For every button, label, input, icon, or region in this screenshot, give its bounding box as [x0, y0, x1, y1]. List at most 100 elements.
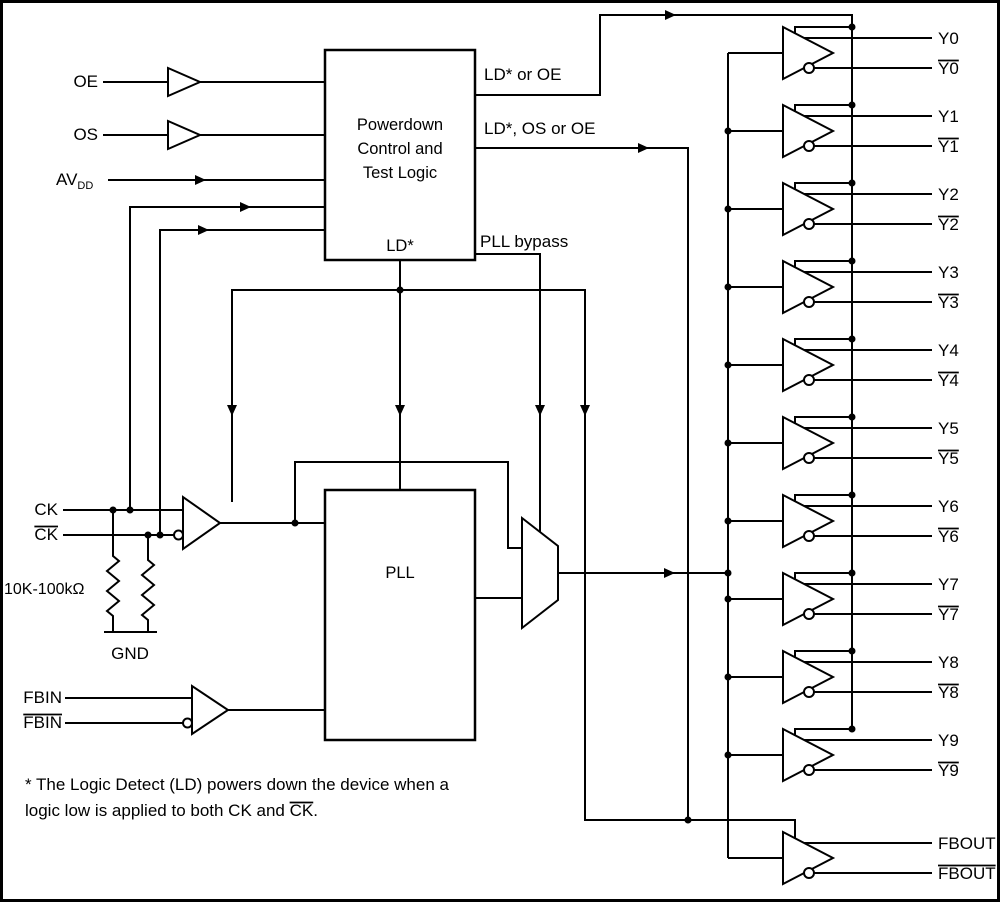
label-avdd-main: AV — [56, 170, 78, 189]
resistor-icon — [105, 510, 121, 632]
inverter-bubble-icon — [803, 867, 815, 879]
junction-dot — [724, 439, 732, 447]
enable-stub-wire — [794, 260, 852, 268]
fbin-input-buffer-icon — [191, 684, 230, 736]
arrowhead-icon — [580, 405, 590, 416]
label-fbin-bar: FBIN — [23, 713, 62, 732]
footnote-line2: logic low is applied to both CK and CK. — [25, 801, 318, 820]
label-resistor-range: 10K-100kΩ — [4, 581, 84, 598]
output-label-comp: Y3 — [938, 293, 959, 312]
ckbar-inverting-bubble-icon — [173, 529, 184, 541]
label-gnd: GND — [111, 644, 149, 663]
output-buffer-column: Y0Y0Y1Y1Y2Y2Y3Y3Y4Y4Y5Y5Y6Y6Y7Y7Y8Y8Y9Y9… — [724, 23, 996, 886]
arrowhead-icon — [195, 175, 206, 185]
junction-dot — [144, 531, 152, 539]
powerdown-ld-label: LD* — [386, 237, 414, 255]
bypass-data-wire — [294, 461, 522, 549]
output-label-true: Y5 — [938, 419, 959, 438]
pll-label: PLL — [385, 564, 414, 582]
enable-stub-wire — [794, 338, 852, 346]
junction-dot — [291, 519, 299, 527]
arrowhead-icon — [227, 405, 237, 416]
output-label-true: Y3 — [938, 263, 959, 282]
output-label-comp: Y6 — [938, 527, 959, 546]
arrowhead-icon — [535, 405, 545, 416]
inverter-bubble-icon — [803, 764, 815, 776]
pll-block — [323, 488, 477, 742]
label-pll-bypass: PLL bypass — [480, 232, 568, 251]
junction-dot — [724, 283, 732, 291]
fbinbar-inverting-bubble-icon — [182, 717, 193, 729]
footnote-ck-bar: CK — [290, 801, 314, 820]
output-label-true: Y9 — [938, 731, 959, 750]
label-avdd: AVDD — [56, 170, 93, 192]
label-oe: OE — [73, 72, 98, 91]
enable-stub-wire — [794, 494, 852, 502]
enable-bus-b-wire — [475, 147, 689, 820]
inverter-bubble-icon — [803, 218, 815, 230]
junction-dots — [109, 286, 732, 824]
inverter-bubble-icon — [803, 686, 815, 698]
pll-bypass-mux-icon — [521, 515, 559, 631]
wires — [63, 14, 853, 858]
resistor-icon — [140, 535, 156, 632]
label-ld-or-oe: LD* or OE — [484, 65, 561, 84]
powerdown-title-line1: Powerdown — [357, 116, 443, 134]
oe-input-buffer-icon — [167, 66, 203, 98]
enable-stub-wire — [794, 416, 852, 424]
bypass-select-wire — [475, 253, 541, 532]
footnote-line2-c: . — [313, 801, 318, 820]
output-label-true: Y6 — [938, 497, 959, 516]
junction-dot — [724, 673, 732, 681]
output-label-comp: Y7 — [938, 605, 959, 624]
ck-detect-tap-wire — [129, 206, 325, 510]
arrowheads — [195, 10, 676, 578]
os-input-buffer-icon — [167, 119, 203, 151]
arrowhead-icon — [664, 568, 675, 578]
inverter-bubble-icon — [803, 296, 815, 308]
output-label-true: Y2 — [938, 185, 959, 204]
junction-dot — [109, 506, 117, 514]
output-label-comp: Y8 — [938, 683, 959, 702]
output-label-comp: Y0 — [938, 59, 959, 78]
enable-stub-wire — [794, 104, 852, 112]
arrowhead-icon — [198, 225, 209, 235]
output-label-true: Y1 — [938, 107, 959, 126]
footnote-line1: * The Logic Detect (LD) powers down the … — [25, 775, 450, 794]
output-label-true: FBOUT — [938, 834, 996, 853]
output-label-comp: Y5 — [938, 449, 959, 468]
output-label-comp: Y9 — [938, 761, 959, 780]
enable-stub-wire — [794, 572, 852, 580]
arrowhead-icon — [395, 405, 405, 416]
label-ck: CK — [34, 500, 58, 519]
output-label-true: Y7 — [938, 575, 959, 594]
label-ck-bar: CK — [34, 525, 58, 544]
enable-stub-wire — [794, 182, 852, 190]
ckbar-detect-tap-wire — [159, 229, 325, 535]
junction-dot — [724, 205, 732, 213]
enable-bus-a-wire — [475, 14, 853, 729]
junction-dot — [126, 506, 134, 514]
output-label-true: Y0 — [938, 29, 959, 48]
label-ld-os-or-oe: LD*, OS or OE — [484, 119, 595, 138]
ld-rail-wire — [231, 289, 796, 838]
output-label-comp: Y1 — [938, 137, 959, 156]
enable-stub-wire — [794, 728, 852, 736]
inverter-bubble-icon — [803, 374, 815, 386]
output-label-true: Y4 — [938, 341, 959, 360]
arrowhead-icon — [665, 10, 676, 20]
output-label-true: Y8 — [938, 653, 959, 672]
junction-dot — [724, 595, 732, 603]
junction-dot — [684, 816, 692, 824]
enable-stub-wire — [794, 26, 852, 34]
label-fbin: FBIN — [23, 688, 62, 707]
